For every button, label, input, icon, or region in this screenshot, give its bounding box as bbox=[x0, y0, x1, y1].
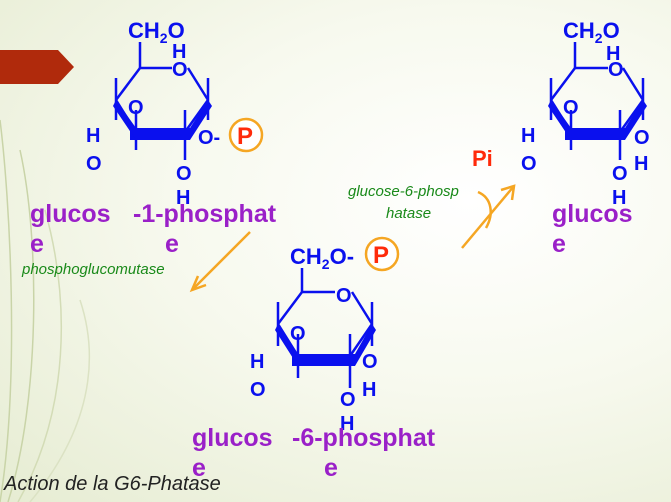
ho-o-label: O bbox=[86, 153, 102, 175]
name-glucose-tail: e bbox=[192, 454, 206, 482]
reaction-arrow-mutase bbox=[189, 231, 251, 293]
phosphate-label: P bbox=[237, 123, 253, 150]
name-glucose: glucos bbox=[192, 424, 273, 452]
enzyme-phosphoglucomutase: phosphoglucomutase bbox=[21, 261, 165, 278]
ring-oxygen-label: O bbox=[172, 59, 188, 81]
name-1-phosphate: -1-phosphat bbox=[133, 200, 277, 228]
h-top-label: H bbox=[606, 43, 620, 65]
oh-o-label: O bbox=[612, 163, 628, 185]
name-glucose: glucos bbox=[30, 200, 111, 228]
phosphate-circle bbox=[228, 117, 264, 153]
ho-h-label: H bbox=[521, 125, 535, 147]
name-glucose: glucos bbox=[552, 200, 633, 228]
svg-text:CH2O: CH2O bbox=[563, 18, 620, 46]
molecule-glucose: CH2O H O O H O O O H H glucos e bbox=[521, 18, 650, 258]
phosphate-circle bbox=[364, 236, 400, 272]
oh-h-label: H bbox=[176, 187, 190, 209]
molecule-glucose-6-phosphate: CH2O- P O O H O O O H H glucos e -6-phos… bbox=[192, 236, 436, 482]
oh-h-label: H bbox=[362, 379, 376, 401]
svg-text:CH2O: CH2O bbox=[128, 18, 185, 46]
enzyme-glucose-6-phosphatase: glucose-6-phosp bbox=[348, 183, 459, 200]
name-glucose-tail: e bbox=[30, 230, 44, 258]
o-right-label: O bbox=[634, 127, 650, 149]
ring-oxygen-label: O bbox=[336, 285, 352, 307]
oxygen-label: O bbox=[563, 97, 579, 119]
oxygen-label: O bbox=[290, 323, 306, 345]
o-phosphate-link: O- bbox=[198, 127, 220, 149]
title-ribbon-arrow bbox=[0, 50, 74, 84]
ring-oxygen-label: O bbox=[608, 59, 624, 81]
phosphate-label: P bbox=[373, 242, 389, 269]
decorative-swoosh bbox=[0, 119, 91, 502]
slide-footer-title: Action de la G6-Phatase bbox=[3, 473, 221, 495]
oh-h2-label: H bbox=[340, 413, 354, 435]
o-right-label: O bbox=[362, 351, 378, 373]
oh-h2-label: H bbox=[612, 187, 626, 209]
ho-h-label: H bbox=[250, 351, 264, 373]
h-top-label: H bbox=[172, 41, 186, 63]
oh-h-label: H bbox=[634, 153, 648, 175]
oh-o-label: O bbox=[340, 389, 356, 411]
reaction-arrow-phosphatase bbox=[461, 184, 516, 249]
inorganic-phosphate-label: Pi bbox=[472, 146, 493, 171]
oh-o-label: O bbox=[176, 163, 192, 185]
enzyme-glucose-6-phosphatase-tail: hatase bbox=[386, 205, 431, 222]
molecule-glucose-1-phosphate: CH2O H O O H O O- P O H glucos e -1-phos… bbox=[30, 18, 277, 258]
ho-h-label: H bbox=[86, 125, 100, 147]
ch2o-text: CH bbox=[128, 18, 160, 43]
oxygen-label: O bbox=[128, 97, 144, 119]
ho-o-label: O bbox=[250, 379, 266, 401]
name-1-phosphate-tail: e bbox=[165, 230, 179, 258]
name-glucose-tail: e bbox=[552, 230, 566, 258]
ho-o-label: O bbox=[521, 153, 537, 175]
name-6-phosphate: -6-phosphat bbox=[292, 424, 436, 452]
name-6-phosphate-tail: e bbox=[324, 454, 338, 482]
svg-text:CH2O-: CH2O- bbox=[290, 244, 354, 272]
